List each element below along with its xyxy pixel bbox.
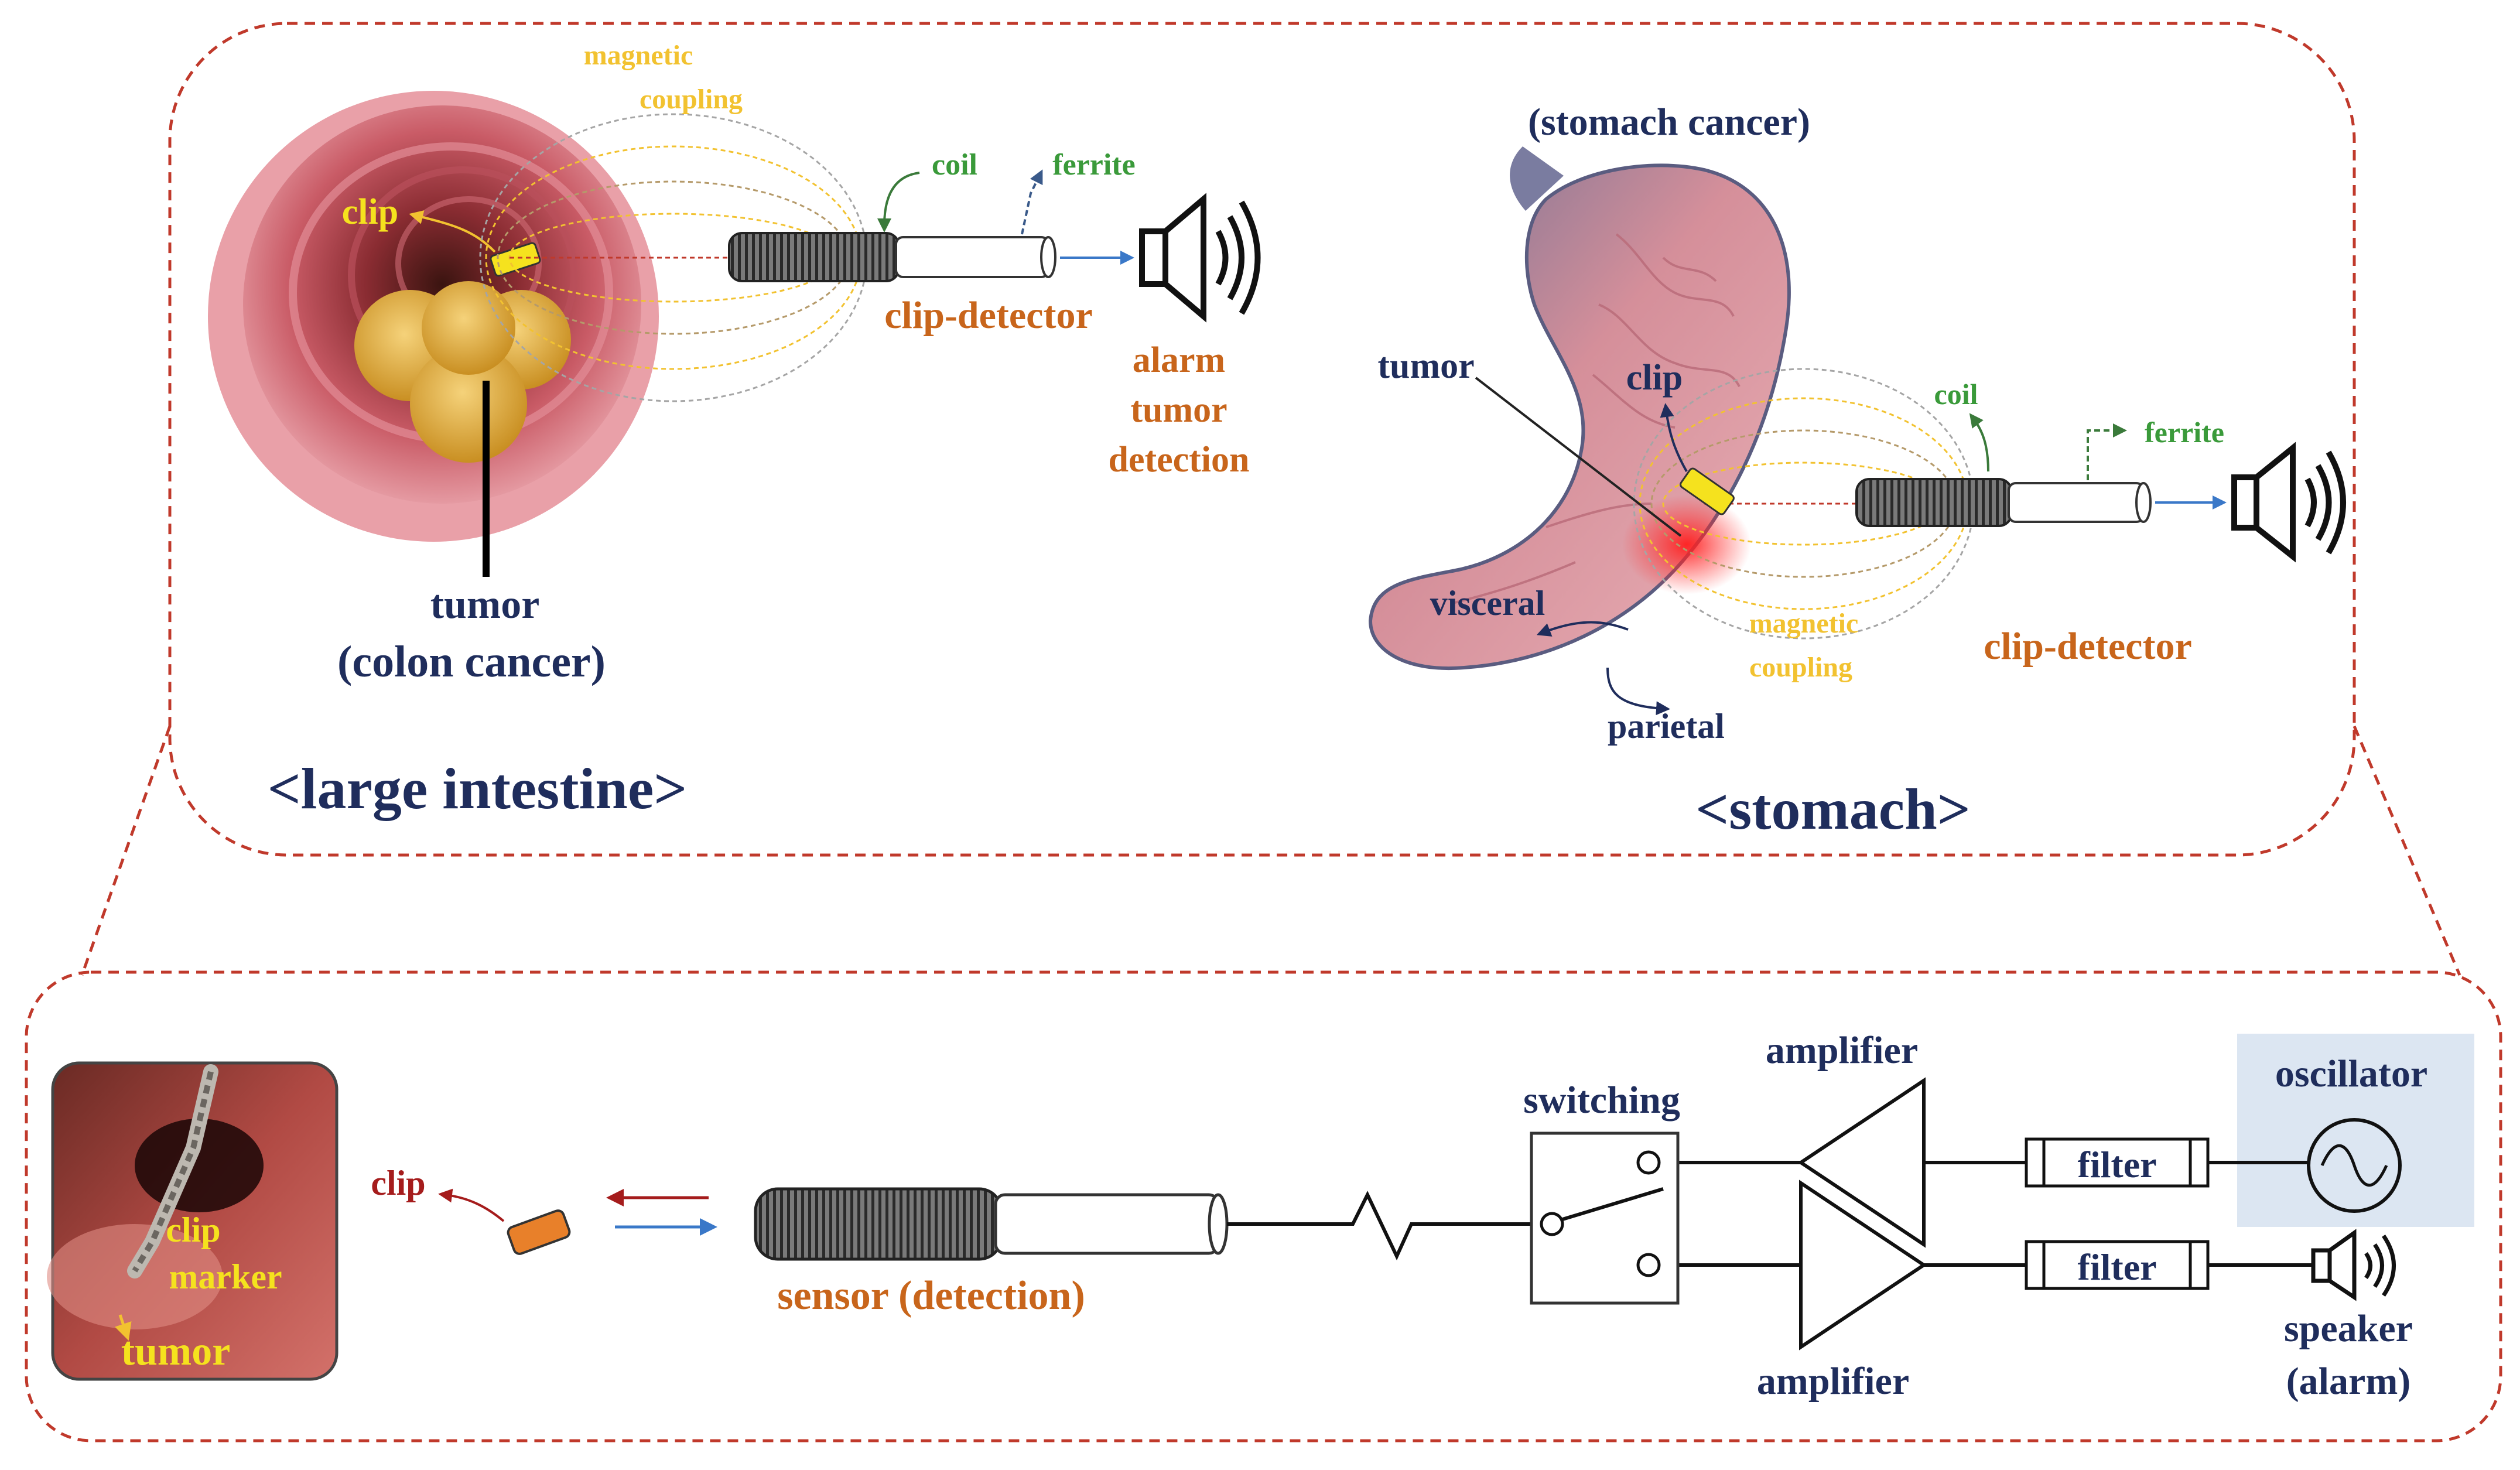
parietal-label: parietal [1608,707,1725,746]
sensor-coil [754,1187,1003,1261]
photo-clip-label: clip [166,1211,220,1249]
stomach-cancer-label: (stomach cancer) [1528,101,1810,143]
magnetic-label-1: magnetic [584,40,693,71]
photo-marker-label: marker [169,1257,282,1296]
magnetic-label-stomach-1: magnetic [1749,608,1859,639]
connector-left [80,726,172,976]
clip-arrow [409,210,496,253]
stomach-section-label: <stomach> [1695,777,1970,842]
stomach-clip-arrow [1660,403,1688,472]
circuit-clip [507,1209,571,1255]
stomach-ferrite-arrow [2087,423,2127,480]
bottom-panel-frame [25,970,2502,1442]
filter-bottom-label: filter [2078,1246,2157,1288]
alarm-label-3: detection [1108,440,1249,480]
clip-label-circuit: clip [371,1164,425,1202]
visceral-arrow [1536,621,1629,637]
stomach-illustration [1368,146,2346,716]
coil-label-intestine: coil [932,148,977,182]
coil-arrow [877,172,920,233]
stomach-coil [1855,478,2013,527]
amplifier-top-label: amplifier [1766,1029,1918,1072]
switching-label: switching [1523,1079,1680,1122]
speaker-icon [1139,193,1261,323]
output-speaker-icon [2311,1229,2396,1301]
stomach-tumor-pointer [1475,377,1682,537]
colon-cancer-label: (colon cancer) [337,637,606,686]
stomach-labels: (stomach cancer) tumor clip coil ferrite… [1377,101,2224,842]
clip-circuit-pointer [438,1188,505,1222]
stomach-clip [1680,467,1735,515]
ferrite-label-stomach: ferrite [2145,416,2224,449]
alarm-label-2: tumor [1130,390,1227,430]
sensor-label: sensor (detection) [777,1273,1085,1318]
intestine-ferrite [895,236,1049,278]
large-intestine-section-label: <large intestine> [268,756,688,821]
endoscopy-photo [47,1061,338,1381]
clip-label-intestine: clip [342,192,398,232]
stomach-ferrite [2008,482,2145,523]
sensor-ferrite [994,1193,1220,1255]
magnetic-label-stomach-2: coupling [1749,652,1852,683]
coil-label-stomach: coil [1934,378,1978,411]
ferrite-arrow [1021,169,1043,235]
filter-top-block [2025,1137,2210,1188]
dashed-frames [25,22,2502,1442]
filter-bottom-block [2025,1240,2210,1290]
amplifier-bottom-symbol [1799,1180,1927,1351]
clip-detector-label-stomach: clip-detector [1984,625,2192,668]
stomach-speaker-icon [2231,442,2346,563]
speaker-label-2: (alarm) [2286,1360,2411,1403]
connector-right [2353,726,2461,976]
stomach-coil-arrow [1969,413,1989,472]
speaker-label-1: speaker [2284,1307,2413,1350]
photo-tumor-label: tumor [121,1329,231,1374]
intestine-coil [728,232,900,282]
magnetic-label-2: coupling [640,84,743,115]
ferrite-label-intestine: ferrite [1052,148,1135,182]
alarm-label-1: alarm [1133,340,1225,380]
clip-label-stomach: clip [1626,358,1683,398]
tumor-label-intestine: tumor [430,582,540,627]
visceral-label: visceral [1430,584,1545,623]
oscillator-label: oscillator [2275,1052,2427,1095]
amplifier-top-symbol [1797,1077,1926,1248]
tumor-label-stomach: tumor [1377,346,1474,386]
circuit-wires [1227,1161,2313,1267]
sine-wave-icon [2320,1144,2388,1187]
parietal-arrow [1606,667,1670,716]
switch-block [1530,1131,1680,1305]
large-intestine-illustration [208,91,1261,577]
large-intestine-labels: magnetic coupling clip coil ferrite clip… [268,40,1250,821]
stomach-neck [1510,146,1564,211]
top-panel-frame [168,22,2356,857]
amplifier-bottom-label: amplifier [1757,1360,1909,1403]
filter-top-label: filter [2078,1144,2157,1185]
clip-detector-label-intestine: clip-detector [884,294,1093,337]
